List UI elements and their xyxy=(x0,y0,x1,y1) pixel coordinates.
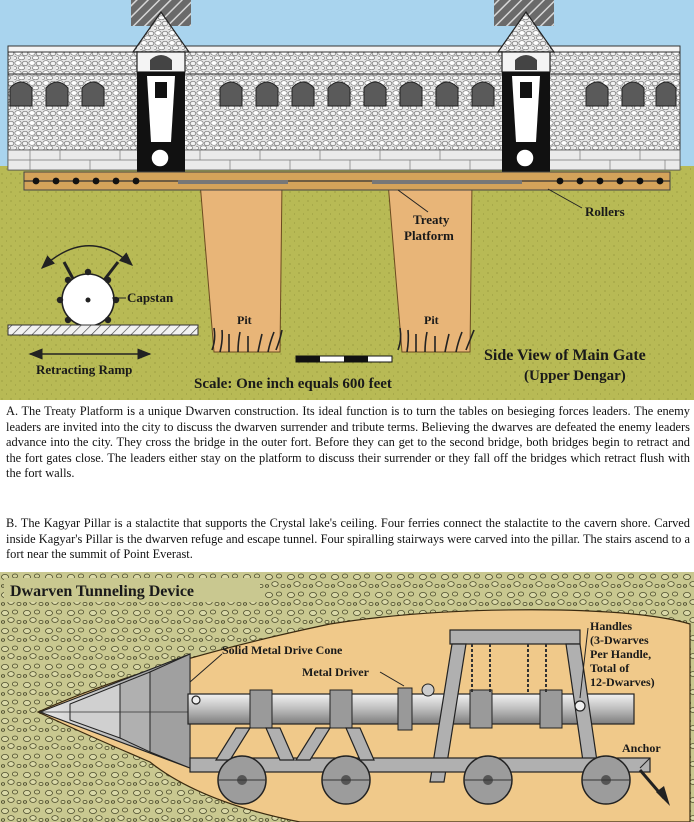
label-drive-cone: Solid Metal Drive Cone xyxy=(222,643,343,657)
chains xyxy=(471,644,547,692)
label-anchor: Anchor xyxy=(622,741,661,755)
label-metal-driver: Metal Driver xyxy=(302,665,370,679)
label-retracting-ramp: Retracting Ramp xyxy=(36,362,132,377)
label-upper-dengar: (Upper Dengar) xyxy=(524,368,626,384)
left-gate-tower xyxy=(131,10,191,172)
retracting-ramp xyxy=(7,324,199,336)
label-handles-line5: 12-Dwarves) xyxy=(590,675,655,689)
frame xyxy=(189,629,651,783)
treaty-platform xyxy=(372,180,522,184)
main-gate-diagram: Rollers Treaty Platform Capstan Pit Pit … xyxy=(0,0,694,400)
label-handles: Handles xyxy=(590,619,632,633)
label-handles-line3: Per Handle, xyxy=(590,647,651,661)
right-capstan-gear xyxy=(512,145,538,171)
rollers xyxy=(32,177,664,185)
handles xyxy=(191,695,586,712)
label-pit-left: Pit xyxy=(237,313,252,327)
label-pit-right: Pit xyxy=(424,313,439,327)
wall-windows xyxy=(9,81,677,107)
paragraph-treaty-platform: A. The Treaty Platform is a unique Dwarv… xyxy=(6,404,690,480)
label-handles-line4: Total of xyxy=(590,661,630,675)
label-capstan: Capstan xyxy=(127,290,174,305)
label-treaty: Treaty xyxy=(413,212,450,227)
base-stones xyxy=(8,150,680,170)
label-tunneling-device-title: Dwarven Tunneling Device xyxy=(10,583,194,600)
label-platform: Platform xyxy=(404,228,454,243)
label-rollers: Rollers xyxy=(585,204,625,219)
wheels xyxy=(217,755,631,805)
scale-bar xyxy=(295,355,393,363)
capstan-inset xyxy=(7,245,199,360)
shaft-bands xyxy=(249,689,563,729)
bridge-plank-left xyxy=(178,180,288,184)
crenellations xyxy=(7,45,681,53)
label-scale: Scale: One inch equals 600 feet xyxy=(194,376,392,392)
label-side-view-title: Side View of Main Gate xyxy=(484,347,646,364)
left-capstan-gear xyxy=(147,145,173,171)
anchor xyxy=(638,769,670,806)
tunneling-device-diagram: Dwarven Tunneling Device Solid Metal Dri… xyxy=(0,572,694,822)
title-box xyxy=(4,578,260,602)
right-gate-tower xyxy=(496,10,556,172)
wall-top xyxy=(7,49,681,75)
label-handles-line2: (3-Dwarves xyxy=(590,633,649,647)
metal-driver xyxy=(397,683,435,731)
paragraph-kagyar-pillar: B. The Kagyar Pillar is a stalactite tha… xyxy=(6,516,690,561)
